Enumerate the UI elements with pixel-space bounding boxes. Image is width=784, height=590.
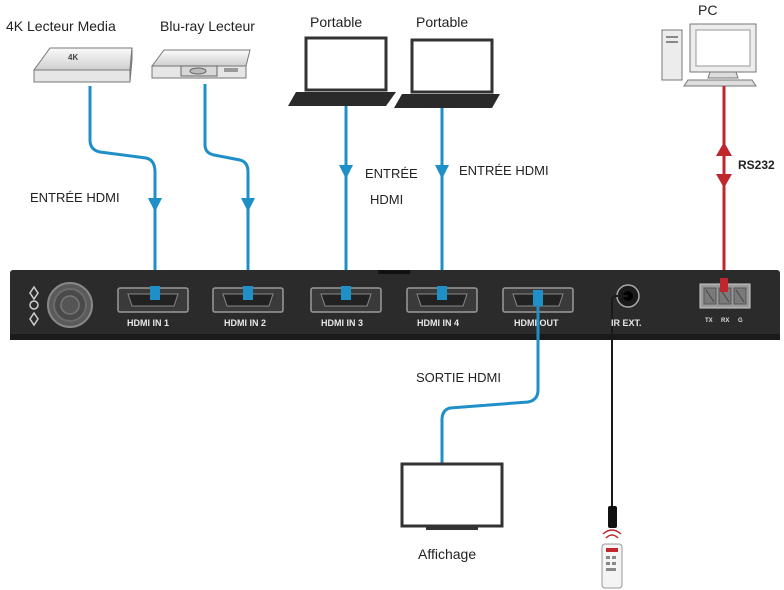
display-icon bbox=[400, 462, 504, 530]
terminal-label-rx: RX bbox=[721, 318, 730, 324]
hdmi-out-caption: SORTIE HDMI bbox=[416, 370, 501, 385]
hdmi-in-3-caption-line1: ENTRÉE bbox=[365, 166, 418, 181]
hdmi-switch bbox=[10, 270, 780, 340]
terminal-label-g: G bbox=[738, 318, 743, 324]
pc-icon bbox=[661, 23, 757, 87]
arrow-in-4 bbox=[435, 165, 449, 179]
media-player-label: 4K Lecteur Media bbox=[6, 18, 116, 34]
laptop-1-label: Portable bbox=[310, 14, 363, 30]
arrow-in-1 bbox=[148, 198, 162, 212]
plug-in-1 bbox=[150, 286, 160, 300]
media-player-badge: 4K bbox=[68, 53, 79, 62]
hdmi-in-1-caption: ENTRÉE HDMI bbox=[30, 190, 120, 205]
pc-label: PC bbox=[698, 2, 718, 18]
arrow-in-2 bbox=[241, 198, 255, 212]
plug-out bbox=[533, 290, 543, 306]
port-label-in-1: HDMI IN 1 bbox=[127, 318, 170, 328]
plug-in-4 bbox=[437, 286, 447, 300]
selector-knob-icon bbox=[47, 282, 93, 328]
bluray-player-label: Blu-ray Lecteur bbox=[160, 18, 255, 34]
rs232-caption: RS232 bbox=[738, 158, 775, 172]
port-label-in-4: HDMI IN 4 bbox=[417, 318, 460, 328]
hdmi-in-4-caption: ENTRÉE HDMI bbox=[459, 163, 549, 178]
laptop-1-icon bbox=[288, 36, 396, 106]
display-label: Affichage bbox=[418, 546, 477, 562]
rs232-arrow-down bbox=[716, 174, 732, 188]
port-label-ir: IR EXT. bbox=[611, 318, 642, 328]
laptop-2-label: Portable bbox=[416, 14, 469, 30]
rs232-plug bbox=[720, 278, 728, 292]
ir-cable bbox=[611, 295, 628, 510]
rs232-terminal-block bbox=[699, 283, 751, 309]
hdmi-out-cable bbox=[440, 300, 540, 464]
media-player-icon bbox=[33, 47, 133, 83]
power-indicator-icon bbox=[29, 285, 39, 327]
ir-remote-icon bbox=[601, 529, 623, 589]
port-label-in-3: HDMI IN 3 bbox=[321, 318, 364, 328]
port-label-in-2: HDMI IN 2 bbox=[224, 318, 267, 328]
hdmi-cable-2 bbox=[203, 84, 250, 286]
ir-receiver-icon bbox=[608, 506, 617, 528]
plug-in-3 bbox=[341, 286, 351, 300]
hdmi-in-3-caption-line2: HDMI bbox=[370, 192, 404, 207]
port-label-out: HDMI OUT bbox=[514, 318, 559, 328]
arrow-in-3 bbox=[339, 165, 353, 179]
terminal-label-tx: TX bbox=[705, 318, 713, 324]
plug-in-2 bbox=[243, 286, 253, 300]
bluray-player-icon bbox=[151, 49, 251, 79]
hdmi-cable-1 bbox=[88, 86, 157, 286]
rs232-arrow-up bbox=[716, 142, 732, 156]
laptop-2-icon bbox=[394, 38, 500, 108]
